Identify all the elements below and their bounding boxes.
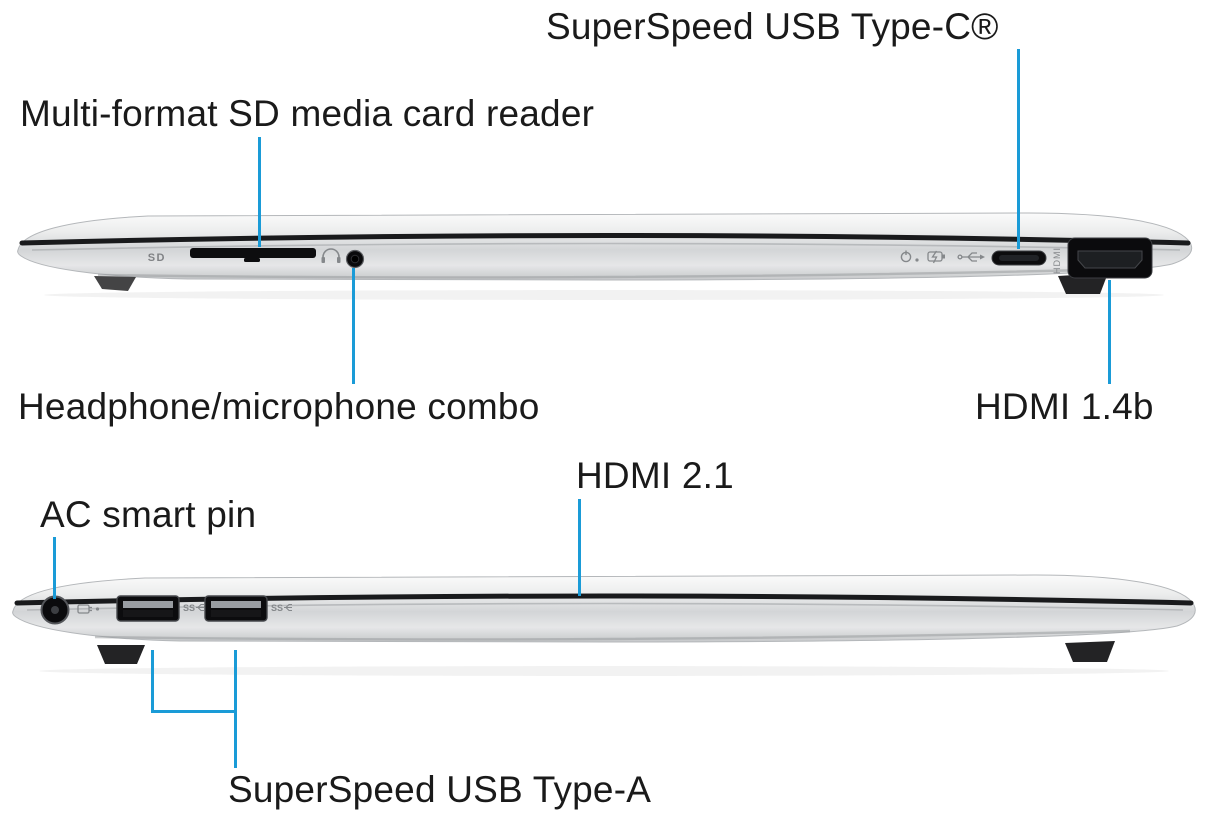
- sd-marking: SD: [148, 252, 166, 264]
- usb-a-port-2-cavity: [211, 610, 261, 617]
- sd-card-slot-notch: [244, 258, 260, 262]
- leader-line-hdmi-21: [578, 499, 581, 596]
- led-indicator: [915, 258, 919, 262]
- leader-line-usb-a-1: [151, 650, 154, 712]
- laptop-right-side-view: SD HDMI: [17, 212, 1193, 300]
- label-sd-card-reader: Multi-format SD media card reader: [20, 93, 595, 134]
- rubber-foot-left: [94, 276, 136, 291]
- superspeed-icon: SS: [183, 603, 204, 613]
- usb-c-port-slot: [999, 255, 1039, 261]
- ac-power-port-pin: [51, 606, 59, 614]
- leader-line-sd-reader: [258, 137, 261, 247]
- usb-a-port-2-tongue: [211, 601, 261, 608]
- hdmi-marking: HDMI: [1052, 247, 1062, 274]
- leader-line-hdmi-14b: [1108, 280, 1111, 384]
- seam-shade: [31, 242, 1181, 251]
- battery-charging-icon: [77, 604, 100, 614]
- leader-line-usb-a-2: [234, 650, 237, 768]
- sd-card-slot: [190, 248, 316, 258]
- usb-a-port-1: [116, 595, 180, 622]
- bottom-shade: [94, 629, 1131, 641]
- label-usb-type-a: SuperSpeed USB Type-A: [228, 769, 652, 810]
- laptop-left-side-view: SS SS: [12, 574, 1196, 676]
- power-icon: [900, 250, 912, 263]
- usb-a-port-1-tongue: [123, 601, 173, 608]
- leader-line-headphone: [352, 268, 355, 384]
- leader-line-ac-pin: [53, 537, 56, 599]
- lid-seam: [14, 593, 1194, 606]
- label-usb-type-c: SuperSpeed USB Type-C®: [546, 6, 999, 47]
- usb-a-port-2: [204, 595, 268, 622]
- rubber-foot-right: [1065, 641, 1115, 662]
- rubber-foot-left: [97, 645, 145, 664]
- headphone-jack-pin-hole: [350, 254, 360, 264]
- usb-a-port-1-cavity: [123, 610, 173, 617]
- shadow: [39, 666, 1169, 676]
- headphone-icon: [321, 248, 341, 263]
- svg-text:SS: SS: [271, 603, 283, 613]
- lid-seam: [19, 233, 1191, 246]
- svg-text:SS: SS: [183, 603, 195, 613]
- battery-charging-icon: [927, 250, 945, 264]
- laptop-body: [12, 574, 1196, 643]
- shadow: [44, 290, 1164, 300]
- usb-icon: [957, 252, 985, 262]
- seam-shade: [26, 602, 1184, 611]
- bottom-shade: [97, 267, 1129, 279]
- superspeed-icon: SS: [271, 603, 292, 613]
- hdmi-port-slot: [1077, 250, 1143, 269]
- label-headphone-combo: Headphone/microphone combo: [18, 386, 540, 427]
- leader-line-usb-c: [1017, 49, 1020, 249]
- label-ac-smart-pin: AC smart pin: [40, 494, 257, 535]
- label-hdmi-21: HDMI 2.1: [576, 455, 734, 496]
- leader-line-usb-a-join: [151, 710, 237, 713]
- label-hdmi-14b: HDMI 1.4b: [975, 386, 1154, 427]
